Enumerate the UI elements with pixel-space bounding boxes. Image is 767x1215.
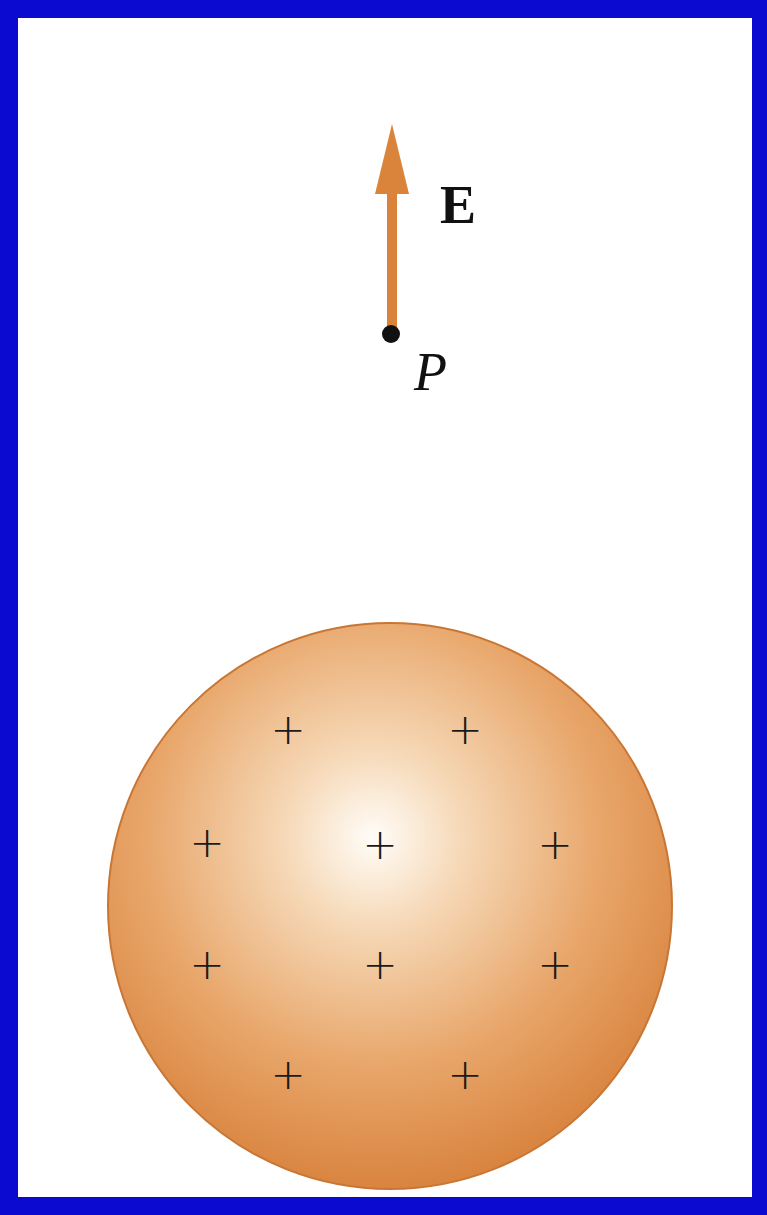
charge-sign: + [270, 1054, 305, 1096]
point-dot [382, 325, 400, 343]
charge-sign: + [537, 824, 572, 866]
charge-sign: + [537, 944, 572, 986]
charge-sign: + [270, 709, 305, 751]
charge-sign: + [189, 944, 224, 986]
sphere-shape [106, 621, 674, 1191]
charge-sign: + [362, 824, 397, 866]
charge-sign: + [447, 1054, 482, 1096]
field-label: E [440, 178, 476, 232]
charge-sign: + [362, 944, 397, 986]
charge-sign: + [447, 709, 482, 751]
sphere-outline [108, 623, 672, 1189]
charged-sphere: + + + + + + + + + + [106, 621, 674, 1191]
point-label: P [414, 345, 447, 399]
arrow-head [375, 124, 409, 194]
charge-sign: + [189, 822, 224, 864]
arrow-shaft [387, 186, 397, 334]
